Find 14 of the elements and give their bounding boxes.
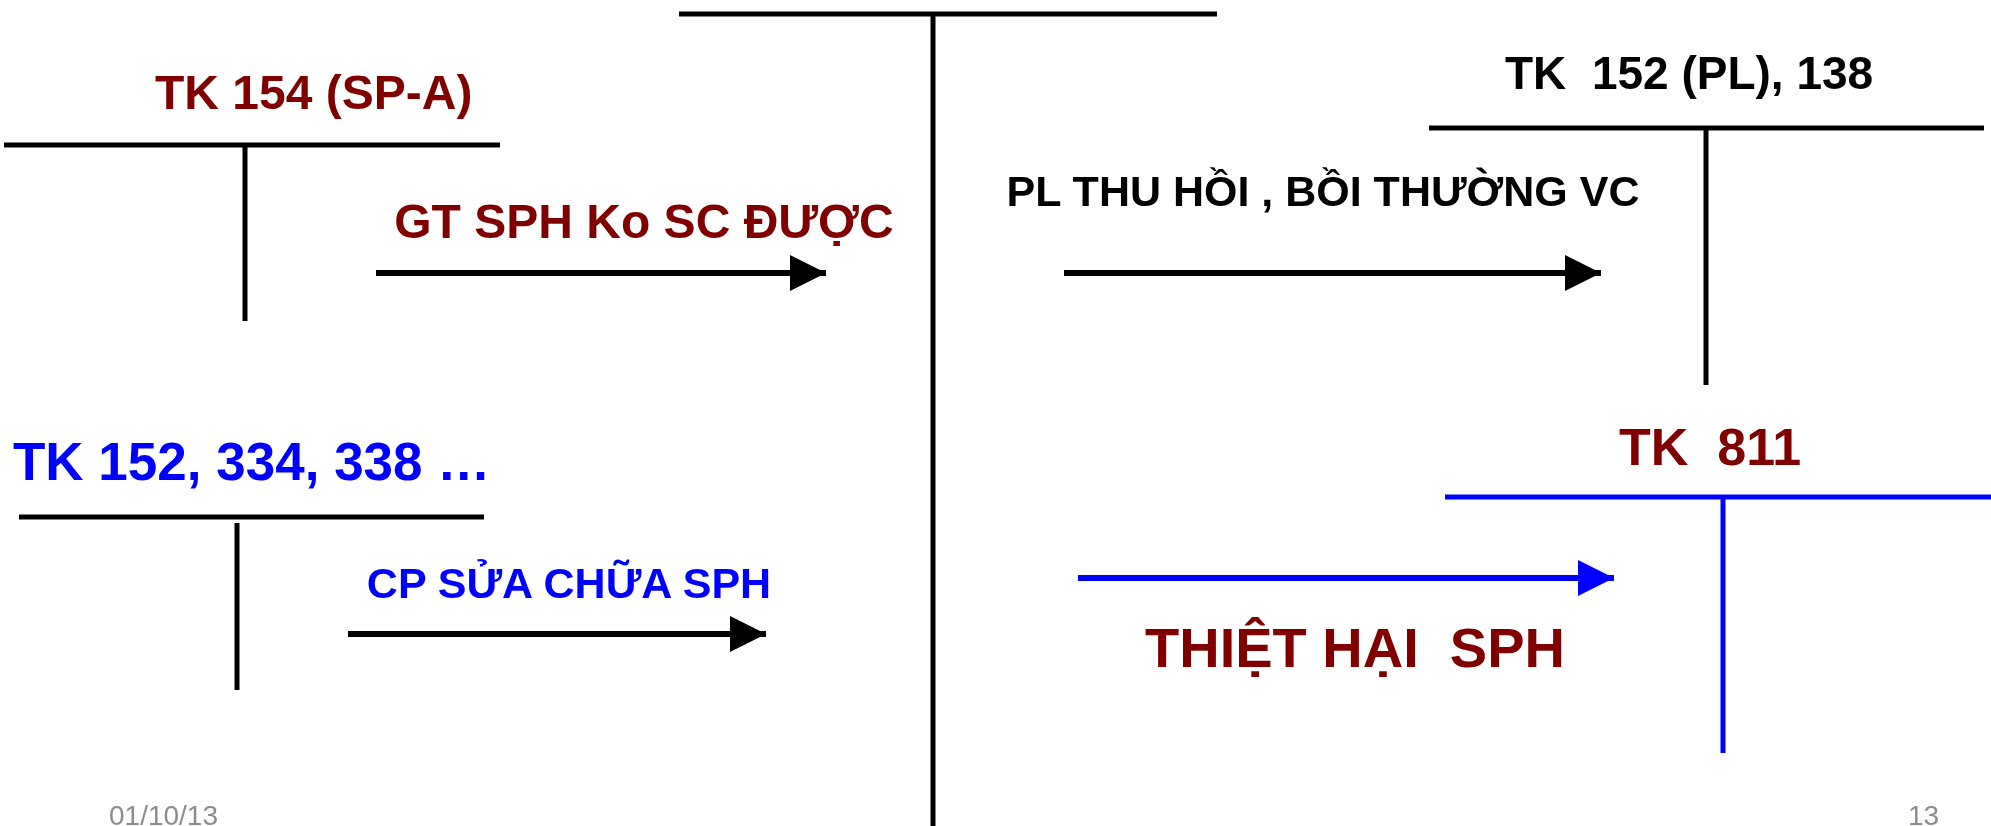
arrow [376,255,826,291]
edge-label: THIỆT HẠI SPH [1145,615,1565,682]
date-label: 01/10/13 [109,800,218,826]
arrow [1064,255,1601,291]
arrow [1078,560,1614,596]
account-title: TK 152 (PL), 138 [1505,46,1874,101]
edge-label: CP SỬA CHỮA SPH [366,558,772,610]
edge-label: PL THU HỒI , BỒI THƯỜNG VC [1006,166,1640,218]
edge-label: GT SPH Ko SC ĐƯỢC [394,194,894,251]
arrow [348,616,766,652]
page-number: 13 [1908,800,1940,826]
account-title: TK 811 [1619,417,1802,478]
account-title: TK 154 (SP-A) [155,65,473,121]
account-title: TK 152, 334, 338 … [13,431,491,493]
